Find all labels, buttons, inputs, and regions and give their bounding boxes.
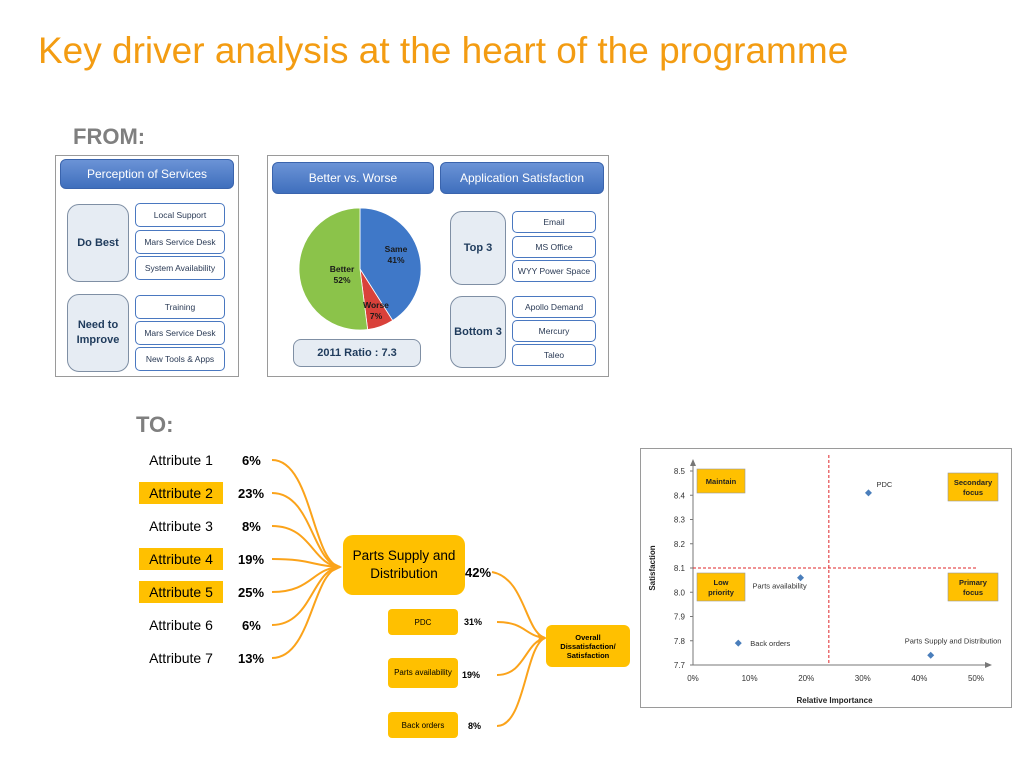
app-satisfaction-header: Application Satisfaction <box>440 162 604 194</box>
bottom-3-item: Apollo Demand <box>512 296 596 318</box>
quadrant-low-priority-label: Low <box>714 578 729 587</box>
bottom-3-item: Mercury <box>512 320 596 342</box>
sub-driver-box: PDC <box>388 609 458 635</box>
attribute-label: Attribute 3 <box>149 518 213 534</box>
attribute-pct: 6% <box>242 453 261 468</box>
y-tick-label: 7.8 <box>674 637 686 646</box>
scatter-point <box>927 651 935 659</box>
attribute-pct: 25% <box>238 585 265 600</box>
point-label: Back orders <box>750 639 790 648</box>
attribute-label: Attribute 7 <box>149 650 213 666</box>
perception-panel: Perception of Services Do Best Local Sup… <box>55 155 239 377</box>
need-improve-item: Mars Service Desk <box>135 321 225 345</box>
bottom-3-item: Taleo <box>512 344 596 366</box>
x-axis-label: Relative Importance <box>796 696 873 705</box>
do-best-item: Mars Service Desk <box>135 230 225 254</box>
scatter-point <box>797 574 805 582</box>
quadrant-secondary-focus-label: focus <box>963 488 983 497</box>
y-tick-label: 8.1 <box>674 564 686 573</box>
point-label: PDC <box>876 480 892 489</box>
ratio-box: 2011 Ratio : 7.3 <box>293 339 421 367</box>
top-3-item: MS Office <box>512 236 596 258</box>
parts-supply-pct: 42% <box>465 565 492 580</box>
from-label: FROM: <box>73 124 146 149</box>
x-tick-label: 40% <box>911 674 927 683</box>
quadrant-secondary-focus-box <box>947 472 999 502</box>
attribute-pct: 19% <box>238 552 265 567</box>
y-axis-arrow <box>690 459 696 466</box>
attribute-label: Attribute 1 <box>149 452 213 468</box>
quadrant-secondary-focus-label: Secondary <box>954 478 993 487</box>
quadrant-maintain-label: Maintain <box>706 477 737 486</box>
scatter-point <box>734 639 742 647</box>
y-tick-label: 8.2 <box>674 540 686 549</box>
to-label: TO: <box>136 412 174 437</box>
point-label: Parts availability <box>753 582 807 591</box>
attribute-label: Attribute 4 <box>139 548 223 570</box>
pie-label-better-name: Better <box>330 264 355 274</box>
sub-driver-pct: 8% <box>468 721 482 731</box>
pie-chart: Same 41% Better 52% Worse 7% <box>298 207 422 331</box>
do-best-item: System Availability <box>135 256 225 280</box>
bottom-3-group: Bottom 3 <box>450 296 506 368</box>
attribute-pct: 6% <box>242 618 261 633</box>
x-tick-label: 0% <box>687 674 699 683</box>
top-3-item: WYY Power Space <box>512 260 596 282</box>
do-best-item: Local Support <box>135 203 225 227</box>
quadrant-low-priority-label: priority <box>708 588 735 597</box>
overall-satisfaction-box: Overall Dissatisfaction/ Satisfaction <box>546 625 630 667</box>
x-axis-arrow <box>985 662 992 668</box>
do-best-group: Do Best <box>67 204 129 282</box>
scatter-point <box>864 489 872 497</box>
pie-label-same-pct: 41% <box>387 255 404 265</box>
parts-supply-box: Parts Supply and Distribution <box>343 535 465 595</box>
quadrant-low-priority-box <box>696 572 746 602</box>
attribute-pct: 8% <box>242 519 261 534</box>
sub-driver-box: Parts availability <box>388 658 458 688</box>
y-tick-label: 8.4 <box>674 491 686 500</box>
page-title: Key driver analysis at the heart of the … <box>38 30 849 71</box>
need-improve-item: New Tools & Apps <box>135 347 225 371</box>
quadrant-maintain-box <box>696 468 746 494</box>
x-tick-label: 20% <box>798 674 814 683</box>
sub-driver-pct: 19% <box>462 670 481 680</box>
perception-header: Perception of Services <box>60 159 234 189</box>
pie-label-worse-pct: 7% <box>370 311 383 321</box>
attribute-label: Attribute 5 <box>139 581 223 603</box>
pie-label-better-pct: 52% <box>333 275 350 285</box>
attribute-label: Attribute 2 <box>139 482 223 504</box>
sub-driver-pct: 31% <box>464 617 483 627</box>
pie-label-same-name: Same <box>385 244 408 254</box>
sub-driver-box: Back orders <box>388 712 458 738</box>
y-tick-label: 7.7 <box>674 661 686 670</box>
x-tick-label: 10% <box>742 674 758 683</box>
quadrant-primary-focus-box <box>947 572 999 602</box>
quadrant-primary-focus-label: focus <box>963 588 983 597</box>
x-tick-label: 30% <box>855 674 871 683</box>
top-3-item: Email <box>512 211 596 233</box>
attribute-pct: 23% <box>238 486 265 501</box>
scatter-chart-frame: 7.7 7.8 7.9 8.0 8.1 8.2 8.3 8.4 8.5 0% 10% 20% 30% 40… <box>640 448 1012 708</box>
y-tick-label: 8.5 <box>674 467 686 476</box>
top-3-group: Top 3 <box>450 211 506 285</box>
pie-label-worse-name: Worse <box>363 300 389 310</box>
need-improve-item: Training <box>135 295 225 319</box>
satisfaction-panel: Better vs. Worse Application Satisfactio… <box>267 155 609 377</box>
y-tick-label: 8.0 <box>674 588 686 597</box>
point-label: Parts Supply and Distribution <box>905 636 1002 645</box>
x-tick-label: 50% <box>968 674 984 683</box>
better-worse-header: Better vs. Worse <box>272 162 434 194</box>
need-improve-group: Need to Improve <box>67 294 129 372</box>
scatter-chart: 7.7 7.8 7.9 8.0 8.1 8.2 8.3 8.4 8.5 0% 10% 20% 30% 40… <box>648 455 1002 705</box>
quadrant-primary-focus-label: Primary <box>959 578 988 587</box>
y-tick-label: 8.3 <box>674 516 686 525</box>
y-tick-label: 7.9 <box>674 613 686 622</box>
pie-slice-better <box>298 207 369 331</box>
attribute-label: Attribute 6 <box>149 617 213 633</box>
attribute-pct: 13% <box>238 651 265 666</box>
y-axis-label: Satisfaction <box>648 545 657 590</box>
